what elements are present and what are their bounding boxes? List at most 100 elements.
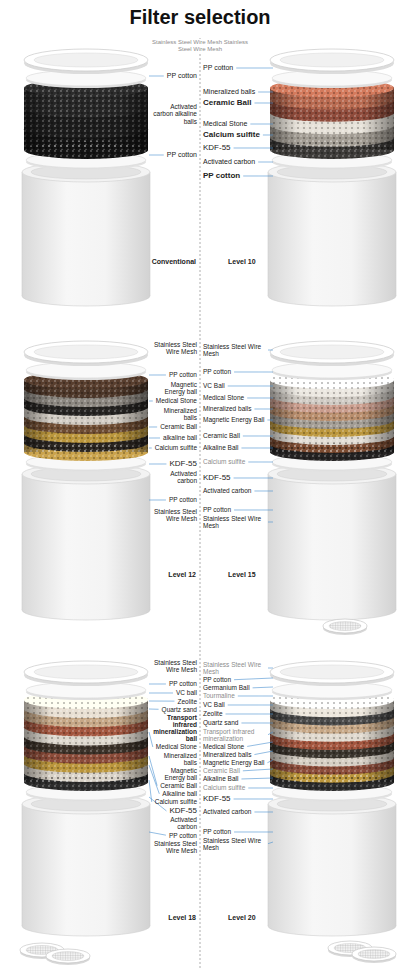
leader-line xyxy=(234,798,273,799)
layer-label: VC Ball xyxy=(203,382,225,389)
layer-label: Activated carbon xyxy=(203,808,251,815)
leader-line xyxy=(241,778,273,780)
leader-line xyxy=(234,509,273,510)
leader-line xyxy=(248,787,273,788)
layer-label: Calcium sulfite xyxy=(155,798,197,805)
layer-label: Transport infrared mineralization ball xyxy=(152,714,197,743)
leader-line xyxy=(234,371,273,372)
leader-line xyxy=(149,76,164,77)
layer-label: Magnetic Energy Ball xyxy=(203,416,264,423)
layer-label: PP cotton xyxy=(169,371,197,378)
layer-label: Calcium sulfite xyxy=(155,444,197,451)
leader-line xyxy=(241,722,273,723)
leader-line xyxy=(226,713,273,714)
layer-label: Activated carbon xyxy=(203,487,251,494)
level-label: Conventional xyxy=(152,258,196,266)
layer-label: PP cotton xyxy=(169,496,197,503)
layer-label: VC Ball xyxy=(203,701,225,708)
layer-label: Mineralized balls xyxy=(203,88,255,96)
leader-line xyxy=(241,447,273,448)
layer-label: Ceramic Ball xyxy=(203,99,251,108)
leader-line xyxy=(236,68,273,69)
layer-label: Stainless Steel Wire Mesh xyxy=(152,341,197,355)
leader-line xyxy=(253,687,273,689)
layer-label: Quartz sand xyxy=(162,706,197,713)
leader-line xyxy=(254,490,273,491)
leader-line xyxy=(243,175,273,176)
layer-label: KDF-55 xyxy=(203,795,231,804)
leader-line xyxy=(149,374,166,375)
level-label: Level 10 xyxy=(228,258,256,266)
level-label: Level 15 xyxy=(228,571,256,579)
leader-line xyxy=(263,134,273,135)
layer-label: Ceramic Ball xyxy=(160,782,197,789)
leader-line xyxy=(254,408,273,409)
layer-label: PP cotton xyxy=(203,676,231,683)
leader-line xyxy=(149,756,157,786)
leader-line xyxy=(238,695,273,696)
layer-label: Mineralized balls xyxy=(152,752,197,766)
layer-label: Zeolite xyxy=(177,698,197,705)
leader-line xyxy=(254,751,273,755)
leader-line xyxy=(234,147,273,148)
layer-label: Tourmaline xyxy=(203,692,235,699)
level-label: Level 20 xyxy=(228,914,256,922)
leader-line xyxy=(254,811,273,812)
layer-label: Calcium sulfite xyxy=(203,784,245,791)
leader-line xyxy=(149,447,152,448)
layer-label: Magnetic Energy Ball xyxy=(203,759,264,766)
layer-label: PP cotton xyxy=(203,828,231,835)
leader-line xyxy=(149,709,159,710)
layer-label: Transport infrared mineralization xyxy=(203,728,265,742)
leader-line xyxy=(268,732,273,735)
leader-line xyxy=(228,385,273,386)
layer-label: VC ball xyxy=(176,689,197,696)
layer-label: Quartz sand xyxy=(203,719,238,726)
layer-label: PP cotton xyxy=(167,151,197,159)
leader-line xyxy=(149,701,174,702)
leader-line xyxy=(149,426,157,427)
layer-label: Stainless Steel Wire Mesh xyxy=(203,515,265,529)
level-label: Level 18 xyxy=(168,914,196,922)
leader-line xyxy=(250,124,273,125)
leader-line xyxy=(247,397,273,398)
leader-line xyxy=(234,678,273,680)
leader-line xyxy=(149,437,160,438)
layer-label: KDF-55 xyxy=(169,460,197,469)
leader-line xyxy=(248,461,273,462)
layer-label: Stainless Steel Wire Mesh xyxy=(152,508,197,522)
leader-line xyxy=(268,668,273,669)
layer-label: Alkaline ball xyxy=(162,790,197,797)
level-label: Level 12 xyxy=(168,571,196,579)
leader-line xyxy=(149,765,159,794)
layer-label: Activated carbon xyxy=(152,470,197,484)
layer-label: Stainless Steel Wire Mesh xyxy=(203,661,265,675)
layer-label: Germanium Ball xyxy=(203,684,250,691)
leader-line xyxy=(267,419,273,420)
mesh-label: Stainless Steel Wire Mesh Stainless Stee… xyxy=(150,39,250,52)
leader-line xyxy=(268,842,273,844)
layer-label: alkaline ball xyxy=(163,434,197,441)
leader-line xyxy=(258,162,273,163)
layer-label: Ceramic Ball xyxy=(203,432,240,439)
layer-label: KDF-55 xyxy=(203,474,231,483)
leader-line xyxy=(254,102,273,103)
layer-label: Medical Stone xyxy=(156,743,197,750)
layer-label: Magnetic Energy ball xyxy=(152,767,197,781)
layer-label: KDF-55 xyxy=(169,807,197,816)
layer-label: Mineralized balls xyxy=(152,407,197,421)
page-title: Filter selection xyxy=(0,6,400,29)
leader-line xyxy=(243,769,273,771)
layer-label: PP cotton xyxy=(169,680,197,687)
layer-label: PP cotton xyxy=(203,506,231,513)
leader-line xyxy=(149,463,166,464)
leader-line xyxy=(268,522,273,523)
layer-label: PP cotton xyxy=(203,64,233,72)
leader-line xyxy=(149,155,164,156)
leader-line xyxy=(247,742,273,746)
leader-line xyxy=(267,760,273,763)
layer-label: Medical Stone xyxy=(156,397,197,404)
leader-line xyxy=(149,692,173,693)
